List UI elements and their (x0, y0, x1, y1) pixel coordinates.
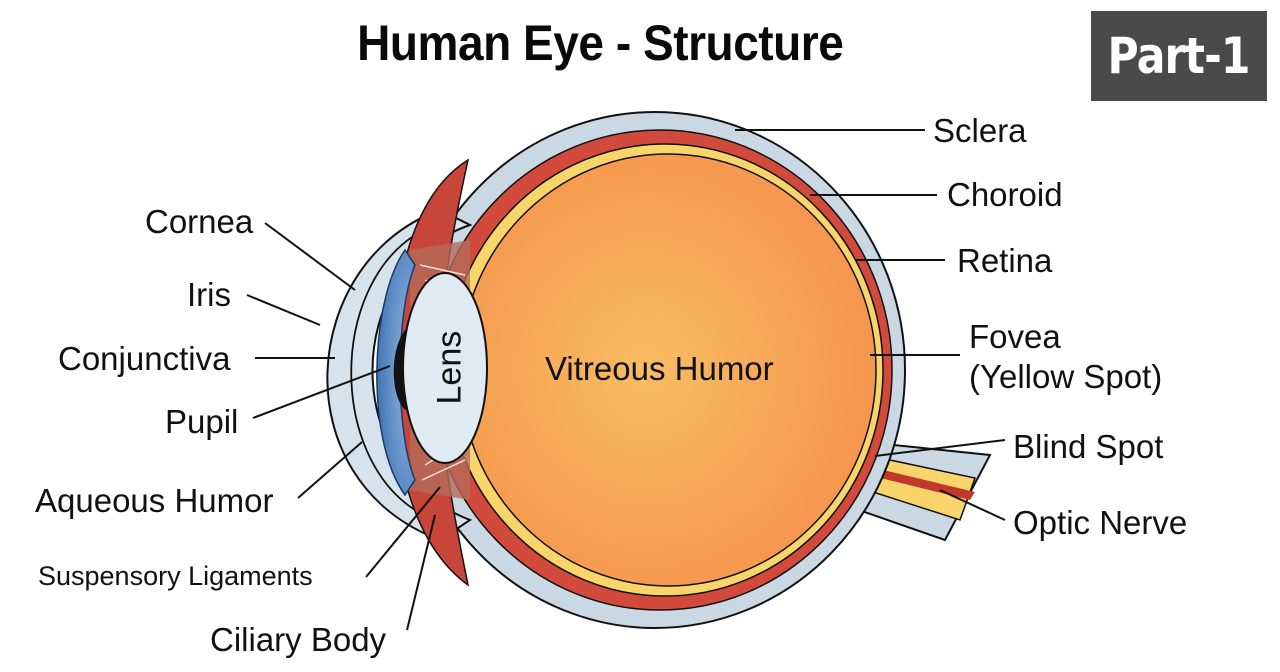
fovea-label: Fovea (969, 318, 1061, 355)
vitreous-humor-label: Vitreous Humor (545, 350, 774, 387)
leader-lines (246, 129, 1006, 631)
pupil-label: Pupil (165, 403, 239, 440)
lens-shape (402, 272, 488, 464)
retina-label: Retina (957, 242, 1053, 279)
optic-nerve-label: Optic Nerve (1013, 504, 1188, 541)
blind-spot-label: Blind Spot (1013, 428, 1164, 465)
part-badge-label: Part-1 (1107, 27, 1251, 85)
iris-label: Iris (187, 276, 231, 313)
choroid-label: Choroid (947, 176, 1063, 213)
cornea-label: Cornea (145, 203, 254, 240)
suspensory-ligaments-label: Suspensory Ligaments (38, 561, 313, 591)
lens-label: Lens (430, 330, 469, 405)
ciliary-body-label: Ciliary Body (210, 621, 387, 658)
aqueous-humor-label: Aqueous Humor (35, 482, 274, 519)
diagram-title: Human Eye - Structure (0, 14, 1280, 72)
title-text: Human Eye - Structure (356, 15, 844, 71)
part-badge: Part-1 (1091, 11, 1267, 101)
conjunctiva-label: Conjunctiva (58, 340, 231, 377)
yellow-spot-label: (Yellow Spot) (969, 358, 1163, 395)
sclera-label: Sclera (933, 112, 1027, 149)
